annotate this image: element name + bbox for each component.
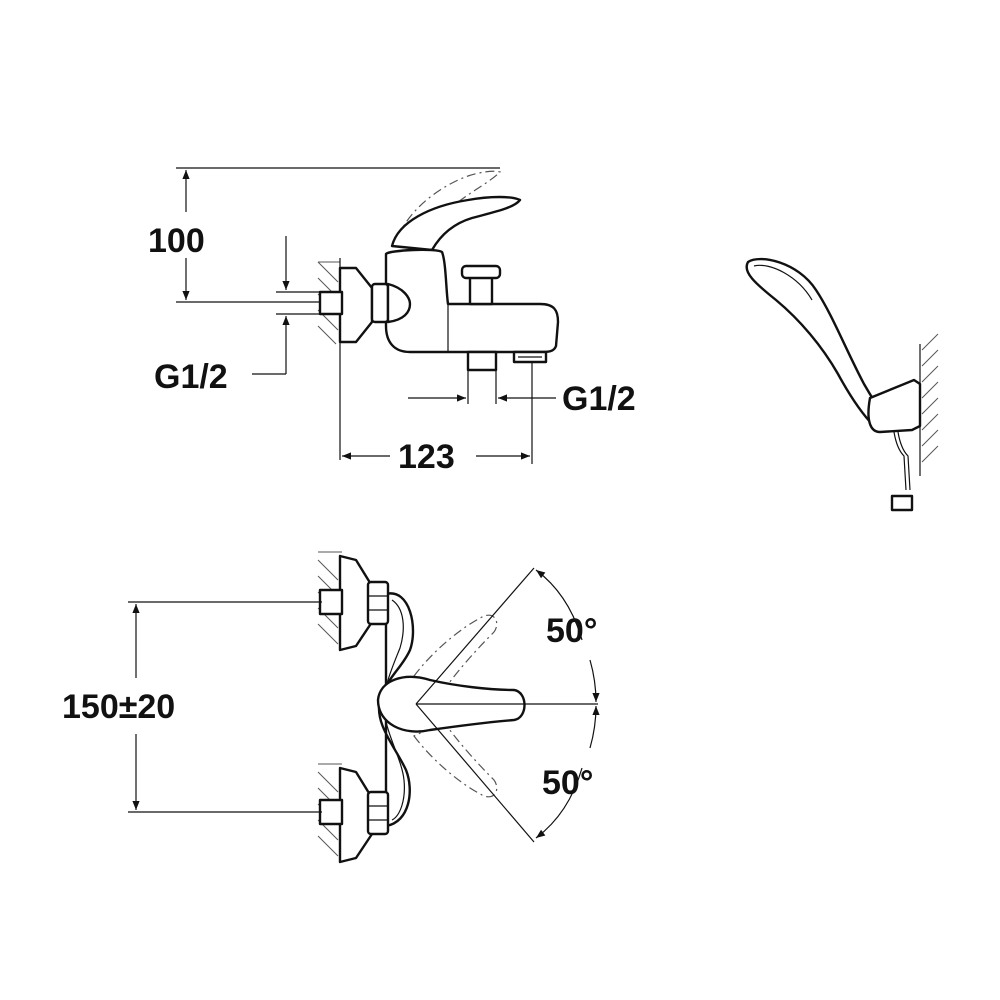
side-view: 100 G1/2 G1/2 123	[148, 167, 636, 476]
dimension-rotation: 50° 50°	[415, 567, 600, 843]
hose-connector	[890, 494, 914, 512]
diverter-knob	[460, 264, 502, 280]
outlet-thread-label: G1/2	[562, 380, 636, 418]
top-view: 150±20 50° 50°	[62, 551, 600, 864]
inlet-flange	[338, 266, 374, 344]
spacing-dimension-label: 150±20	[62, 688, 175, 726]
inlet-nut	[370, 282, 390, 324]
rotation-upper-label: 50°	[546, 612, 597, 650]
inlet-stub	[318, 290, 344, 316]
wall-hatch-side	[317, 258, 341, 460]
dimension-projection: 123	[342, 362, 533, 476]
lever-rotated-down-ghost	[413, 721, 498, 798]
inlet-thread-label: G1/2	[154, 358, 228, 396]
dimension-outlet-thread: G1/2	[408, 370, 636, 418]
lower-nut	[366, 790, 390, 836]
diverter-stem	[468, 274, 494, 306]
rotation-lower-label: 50°	[542, 764, 593, 802]
upper-stub	[318, 588, 344, 616]
dimension-height: 100	[148, 167, 500, 303]
dimension-spacing: 150±20	[62, 601, 322, 813]
projection-dimension-label: 123	[398, 438, 455, 476]
lever-handle	[390, 195, 522, 252]
mixer-body	[384, 248, 560, 354]
wall-hatch-shower	[919, 333, 939, 476]
inlet-union	[386, 282, 412, 324]
shower-hose	[893, 431, 907, 491]
hand-shower-view	[745, 257, 939, 512]
shower-holder	[867, 378, 922, 434]
shower-head	[745, 257, 888, 428]
lower-stub	[318, 798, 344, 826]
hose-outlet	[466, 350, 498, 372]
upper-nut	[366, 580, 390, 626]
height-dimension-label: 100	[148, 222, 205, 260]
lever-rotated-up-ghost	[413, 614, 498, 691]
dimension-inlet-thread: G1/2	[154, 236, 322, 396]
